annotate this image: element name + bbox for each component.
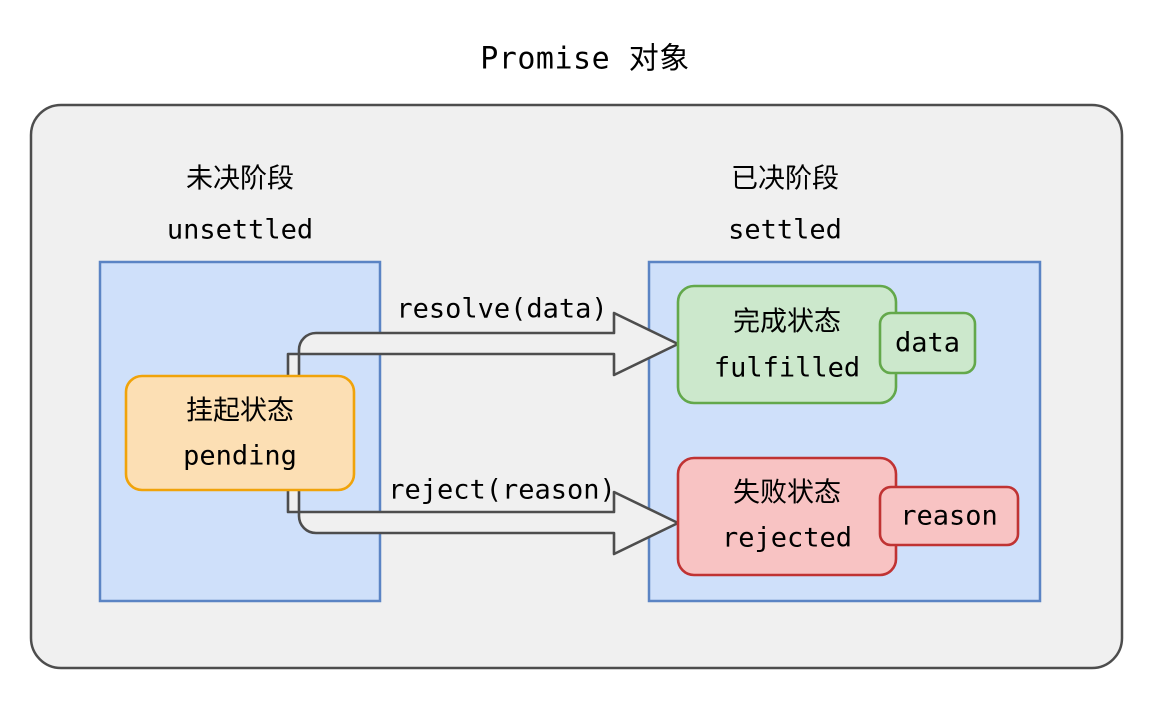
transition-label-reject: reject(reason) [388,475,616,506]
state-label-rejected-en: rejected [722,523,852,554]
payload-badge-reason[interactable] [878,485,1020,547]
transition-arrow-reject [286,463,680,556]
diagram-title: Promise 对象 [480,42,690,77]
state-label-rejected-cn: 失败状态 [733,478,841,509]
phase-label-settled-en: settled [728,215,842,246]
state-label-pending-en: pending [183,441,297,472]
phase-label-settled-cn: 已决阶段 [731,164,839,195]
state-box-fulfilled[interactable] [676,284,898,405]
payload-badge-data[interactable] [878,311,977,375]
transition-label-resolve: resolve(data) [396,294,607,325]
state-box-rejected[interactable] [676,456,898,577]
phase-label-unsettled-en: unsettled [167,215,313,246]
state-label-fulfilled-en: fulfilled [714,353,860,384]
payload-badge-reason-label: reason [900,501,998,532]
state-box-pending[interactable] [124,374,356,492]
state-label-fulfilled-cn: 完成状态 [733,307,841,338]
phase-label-unsettled-cn: 未决阶段 [186,164,294,195]
transition-arrow-resolve [286,311,680,402]
payload-badge-data-label: data [895,328,960,359]
state-label-pending-cn: 挂起状态 [186,396,294,427]
